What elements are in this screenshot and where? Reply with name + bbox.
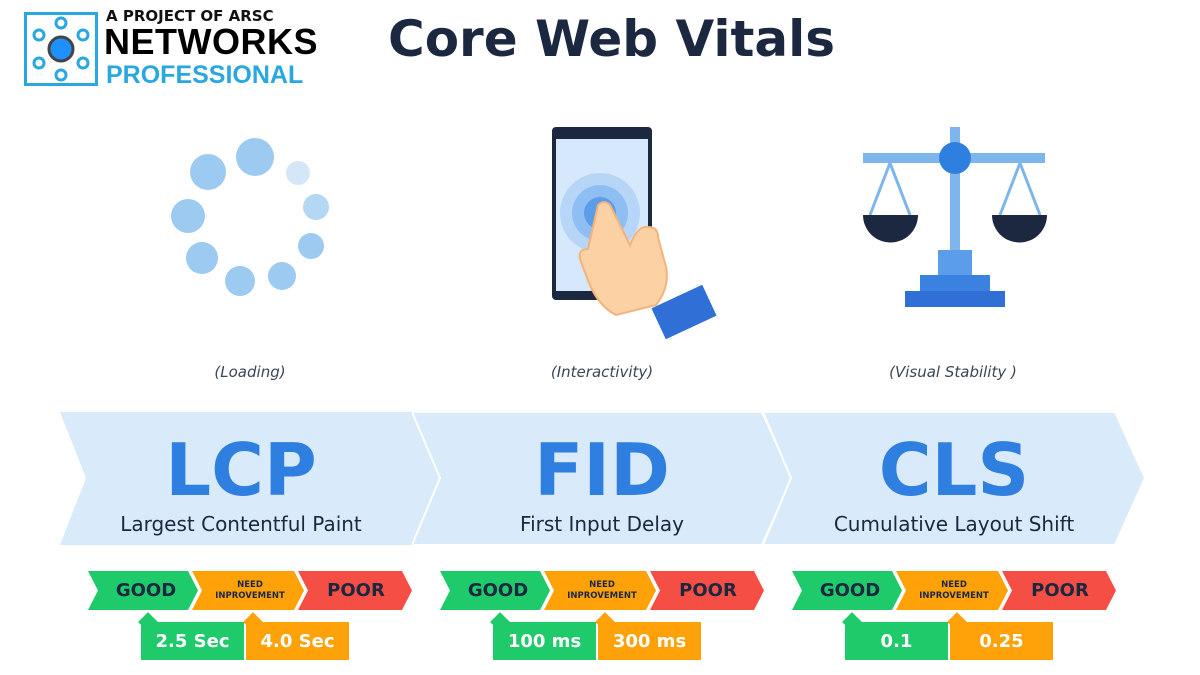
logo-subname: PROFESSIONAL: [106, 61, 304, 89]
logo-tagline: A PROJECT OF ARSC: [106, 7, 274, 25]
lcp-chevron: LCP Largest Contentful Paint: [60, 412, 442, 545]
lcp-threshold-poor: 4.0 Sec: [243, 612, 349, 660]
good-label: GOOD: [467, 580, 529, 601]
phone-tap-icon: [552, 127, 717, 340]
pointer-icon: [947, 612, 967, 632]
fid-chevron: FID First Input Delay: [412, 412, 792, 545]
logo: A PROJECT OF ARSC NETWORKS PROFESSIONAL: [24, 8, 324, 88]
cls-chevron: CLS Cumulative Layout Shift: [763, 412, 1145, 545]
cls-rating-bar: GOOD NEED INPROVEMENT POOR: [792, 571, 1116, 610]
fid-threshold-poor: 300 ms: [595, 612, 701, 660]
caption-interactivity: (Interactivity): [550, 363, 654, 381]
threshold-value: 2.5 Sec: [155, 630, 230, 652]
lcp-abbr: LCP: [165, 428, 317, 512]
pointer-icon: [490, 612, 510, 632]
need-improvement-label: NEED INPROVEMENT: [919, 579, 989, 601]
pointer-icon: [842, 612, 862, 632]
caption-loading: (Loading): [214, 363, 286, 381]
threshold-value: 0.25: [979, 630, 1024, 652]
lcp-full-name: Largest Contentful Paint: [120, 512, 362, 536]
pointer-icon: [595, 612, 615, 632]
cls-full-name: Cumulative Layout Shift: [833, 512, 1075, 536]
fid-full-name: First Input Delay: [520, 512, 684, 536]
threshold-value: 4.0 Sec: [260, 630, 335, 652]
loading-spinner-icon: [171, 138, 329, 296]
fid-rating-bar: GOOD NEED INPROVEMENT POOR: [440, 571, 764, 610]
threshold-value: 300 ms: [612, 630, 687, 652]
need-improvement-label: NEED INPROVEMENT: [215, 579, 285, 601]
poor-label: POOR: [679, 580, 737, 601]
caption-visual-stability: (Visual Stability ): [889, 363, 1017, 381]
fid-abbr: FID: [534, 428, 670, 512]
poor-label: POOR: [1031, 580, 1089, 601]
threshold-value: 100 ms: [507, 630, 582, 652]
page-title: Core Web Vitals: [388, 10, 835, 68]
good-label: GOOD: [819, 580, 881, 601]
lcp-rating-bar: GOOD NEED INPROVEMENT POOR: [88, 571, 412, 610]
fid-threshold-good: 100 ms: [490, 612, 596, 660]
good-label: GOOD: [115, 580, 177, 601]
poor-label: POOR: [327, 580, 385, 601]
logo-name: NETWORKS: [104, 21, 318, 62]
lcp-threshold-good: 2.5 Sec: [138, 612, 244, 660]
cls-threshold-poor: 0.25: [947, 612, 1053, 660]
threshold-value: 0.1: [880, 630, 913, 652]
balance-scale-icon: [863, 127, 1047, 307]
network-logo-icon: [24, 12, 98, 86]
pointer-icon: [243, 612, 263, 632]
pointer-icon: [138, 612, 158, 632]
cls-threshold-good: 0.1: [842, 612, 948, 660]
cls-abbr: CLS: [878, 428, 1030, 512]
need-improvement-label: NEED INPROVEMENT: [567, 579, 637, 601]
